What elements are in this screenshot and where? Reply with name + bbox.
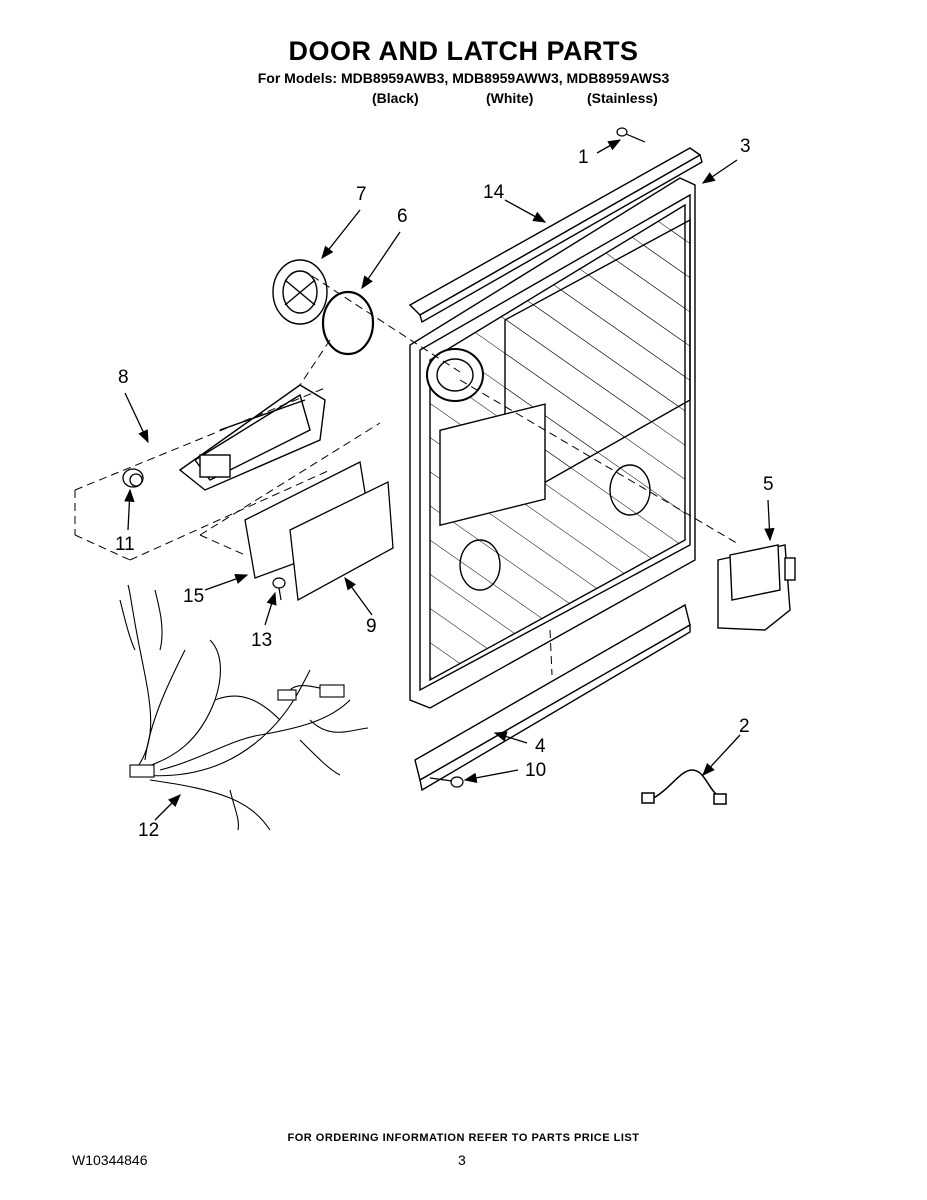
- wire-harness-part-12: [119, 584, 369, 831]
- callout-3: 3: [740, 136, 751, 157]
- door-panel: [409, 177, 696, 709]
- page-number: 3: [458, 1152, 466, 1168]
- callout-2: 2: [739, 716, 750, 737]
- callout-12: 12: [138, 820, 159, 841]
- callout-7: 7: [356, 184, 367, 205]
- shield-part-9: [289, 480, 394, 602]
- variant-black: (Black): [372, 90, 419, 106]
- screw-part-10: [429, 776, 464, 788]
- vent-part-7: [272, 259, 328, 325]
- assembly-guide-lines: [74, 275, 741, 676]
- callout-13: 13: [251, 630, 272, 651]
- callout-15: 15: [183, 586, 204, 607]
- latch-assembly-part-8: [178, 384, 326, 491]
- callout-6: 6: [397, 206, 408, 227]
- callout-labels: 1 3 14 7 6 8 11 5 15 9 13 2 4 10 12: [115, 136, 774, 841]
- screw-part-1: [616, 127, 646, 143]
- ordering-note: FOR ORDERING INFORMATION REFER TO PARTS …: [287, 1132, 640, 1144]
- callout-5: 5: [763, 474, 774, 495]
- latch-housing-part-5: [717, 544, 796, 631]
- callout-1: 1: [578, 147, 589, 168]
- door-top-trim: [408, 147, 703, 324]
- callout-11: 11: [115, 534, 135, 555]
- callout-8: 8: [118, 367, 129, 388]
- document-number: W10344846: [72, 1152, 148, 1168]
- variant-stainless: (Stainless): [587, 90, 658, 106]
- callout-leaders: [124, 139, 775, 821]
- knob-part-11: [122, 468, 144, 488]
- gasket-part-6: [321, 290, 375, 356]
- variant-white: (White): [486, 90, 534, 106]
- model-list: For Models: MDB8959AWB3, MDB8959AWW3, MD…: [257, 70, 670, 86]
- bottom-trim-part-4: [414, 603, 691, 792]
- cable-part-2: [641, 769, 727, 805]
- callout-9: 9: [366, 616, 377, 637]
- callout-10: 10: [525, 760, 546, 781]
- callout-4: 4: [535, 736, 546, 757]
- screw-part-13: [272, 577, 286, 601]
- page-title: DOOR AND LATCH PARTS: [288, 36, 639, 66]
- callout-14: 14: [483, 182, 505, 203]
